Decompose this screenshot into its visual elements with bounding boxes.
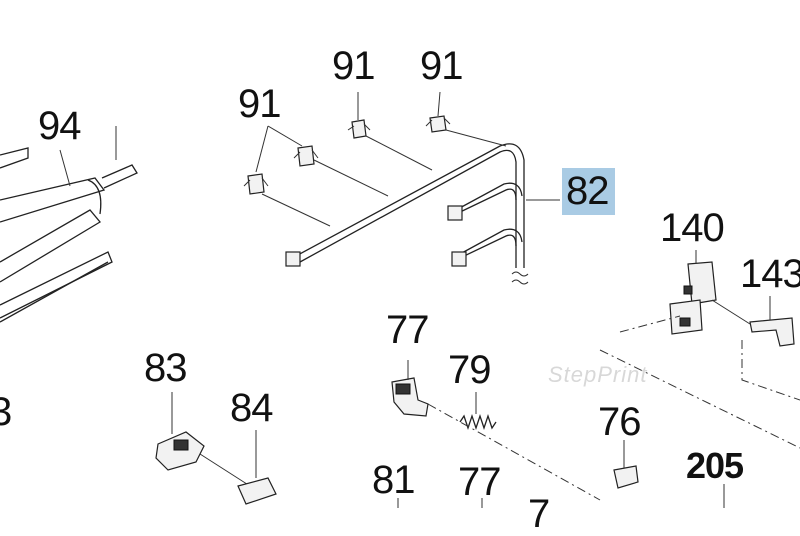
callout-140: 140 [660, 206, 725, 250]
callout-76: 76 [598, 400, 641, 444]
callout-81: 81 [372, 458, 415, 502]
plate-143 [711, 296, 795, 347]
callout-82-highlighted: 82 [562, 168, 615, 215]
wire-harness-82 [261, 129, 560, 285]
callout-205: 205 [686, 445, 744, 486]
lever-83 [155, 392, 251, 487]
callout-143: 143 [740, 252, 800, 296]
clip-91-left [243, 173, 269, 195]
clip-91-center [293, 145, 319, 167]
callout-91-middle: 91 [332, 44, 375, 88]
roller-shaft-94 [0, 147, 138, 323]
bracket-76 [613, 440, 639, 489]
cap-84 [237, 430, 277, 505]
clip-91-upper [347, 119, 371, 139]
holder-77 [391, 360, 429, 417]
callout-91-right: 91 [420, 44, 463, 88]
callout-83: 83 [144, 346, 187, 390]
watermark-logo: StepPrint [548, 362, 648, 387]
exploded-parts-diagram [0, 91, 800, 508]
bracket-140 [669, 250, 717, 335]
callout-84: 84 [230, 386, 273, 430]
callout-94: 94 [38, 104, 81, 148]
callout-79: 79 [448, 348, 491, 392]
callout-edge-3: 3 [0, 390, 12, 434]
callout-91-left: 91 [238, 82, 281, 126]
callout-77-upper: 77 [386, 308, 429, 352]
spring-79 [427, 392, 601, 501]
callout-77-lower: 77 [458, 460, 501, 504]
callout-edge-7: 7 [528, 492, 550, 536]
